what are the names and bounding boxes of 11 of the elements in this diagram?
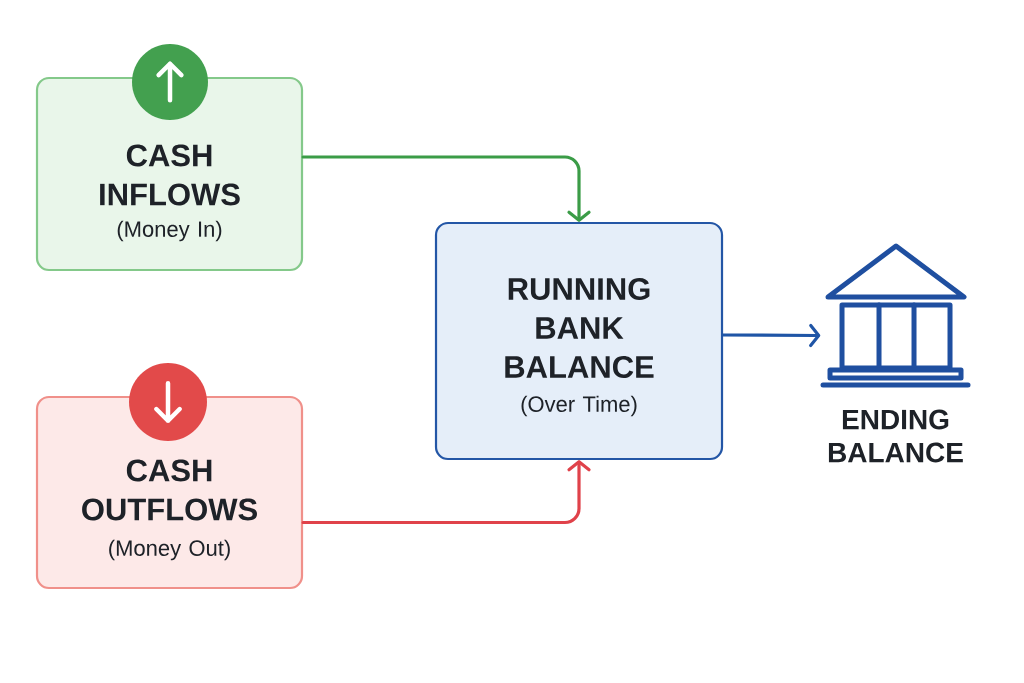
box-subtitle: (Money In) bbox=[117, 220, 222, 242]
box-subtitle: (Money Out) bbox=[109, 539, 230, 561]
bank-icon bbox=[820, 243, 971, 388]
arrow bbox=[301, 460, 591, 525]
box-heading: RUNNING BANK BALANCE bbox=[505, 278, 654, 378]
box-heading: CASH INFLOWS bbox=[100, 144, 240, 206]
box-heading: CASH OUTFLOWS bbox=[82, 459, 257, 521]
box-subtitle: (Over Time) bbox=[521, 395, 637, 417]
icon-caption: ENDING BALANCE bbox=[828, 409, 963, 463]
arrow bbox=[301, 155, 591, 222]
arrow bbox=[721, 323, 821, 348]
